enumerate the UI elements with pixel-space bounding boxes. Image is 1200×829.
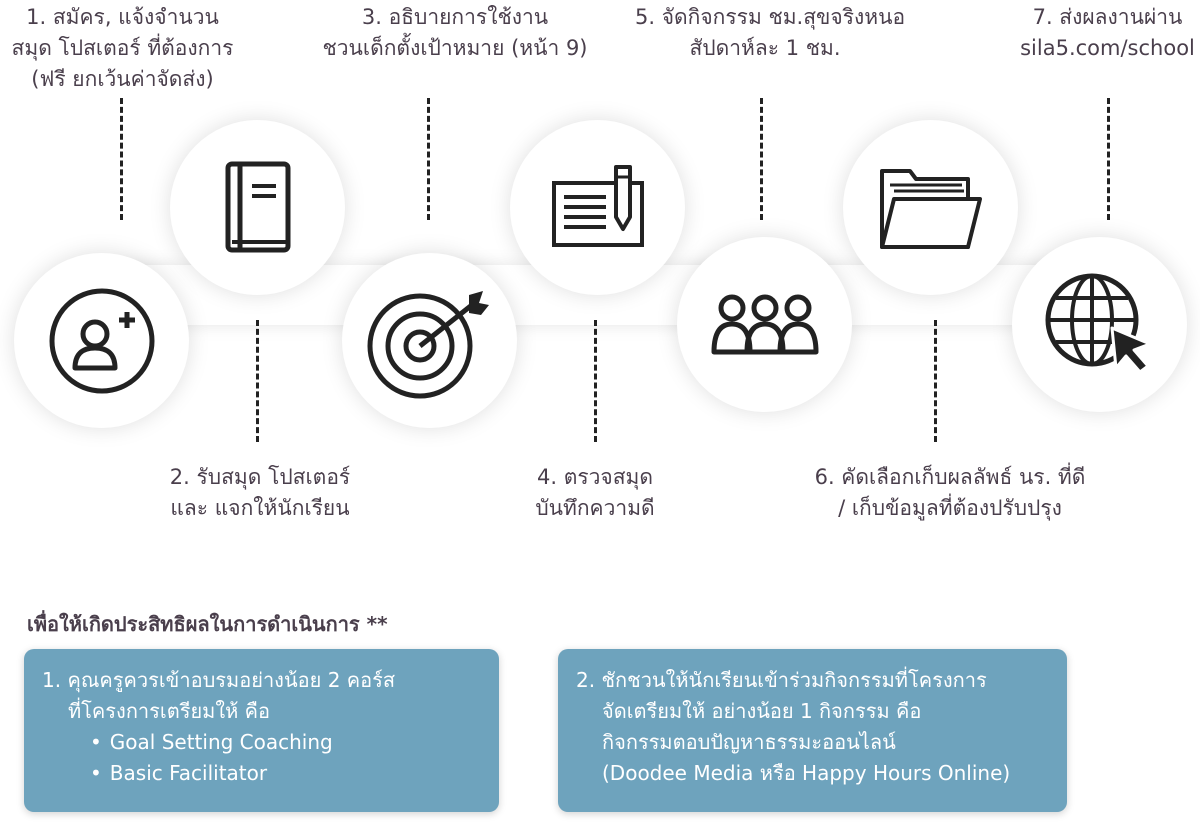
note-2-line4: (Doodee Media หรือ Happy Hours Online) [602, 761, 1011, 785]
step-2-label: 2. รับสมุด โปสเตอร์และ แจกให้นักเรียน [169, 465, 351, 520]
group-icon [711, 294, 818, 354]
step-5-circle [677, 237, 852, 412]
note-1-bullet-1: Goal Setting Coaching [42, 727, 481, 758]
step-1-circle [14, 253, 189, 428]
step-3-circle [342, 253, 517, 428]
step-5-label: 5. จัดกิจกรรม ชม.สุขจริงหนอสัปดาห์ละ 1 ช… [635, 5, 906, 60]
dash-line-3 [427, 98, 430, 220]
note-box-1: 1. คุณครูควรเข้าอบรมอย่างน้อย 2 คอร์ส ที… [24, 649, 499, 812]
dash-line-4 [594, 320, 597, 442]
step-6-label: 6. คัดเลือกเก็บผลลัพธ์ นร. ที่ดี/ เก็บข้… [814, 465, 1086, 520]
step-6-circle [843, 120, 1018, 295]
dash-line-2 [256, 320, 259, 442]
note-1-line1: 1. คุณครูควรเข้าอบรมอย่างน้อย 2 คอร์ส [42, 668, 396, 692]
web-click-icon [1045, 273, 1151, 373]
note-1-bullet-2: Basic Facilitator [42, 758, 481, 789]
add-user-icon [49, 288, 154, 393]
writing-icon [551, 164, 644, 247]
dash-line-7 [1107, 98, 1110, 220]
step-3-label: 3. อธิบายการใช้งานชวนเด็กตั้งเป้าหมาย (ห… [322, 5, 588, 60]
dash-line-5 [760, 98, 763, 220]
dash-line-6 [934, 320, 937, 442]
note-box-2: 2. ชักชวนให้นักเรียนเข้าร่วมกิจกรรมที่โค… [558, 649, 1067, 812]
note-2-line2: จัดเตรียมให้ อย่างน้อย 1 กิจกรรม คือ [602, 699, 922, 723]
book-icon [225, 161, 290, 252]
step-1-label: 1. สมัคร, แจ้งจำนวนสมุด โปสเตอร์ ที่ต้อง… [11, 5, 234, 91]
notes-heading: เพื่อให้เกิดประสิทธิผลในการดำเนินการ ** [27, 612, 388, 636]
note-1-line2: ที่โครงการเตรียมให้ คือ [68, 699, 271, 723]
step-4-label: 4. ตรวจสมุดบันทึกความดี [535, 465, 655, 520]
dash-line-1 [120, 98, 123, 220]
target-icon [367, 290, 489, 398]
note-2-line3: กิจกรรมตอบปัญหาธรรมะออนไลน์ [602, 730, 896, 754]
folder-icon [879, 168, 982, 249]
step-4-circle [510, 120, 685, 295]
step-2-circle [170, 120, 345, 295]
step-7-circle [1012, 237, 1187, 412]
note-2-line1: 2. ชักชวนให้นักเรียนเข้าร่วมกิจกรรมที่โค… [576, 668, 987, 692]
